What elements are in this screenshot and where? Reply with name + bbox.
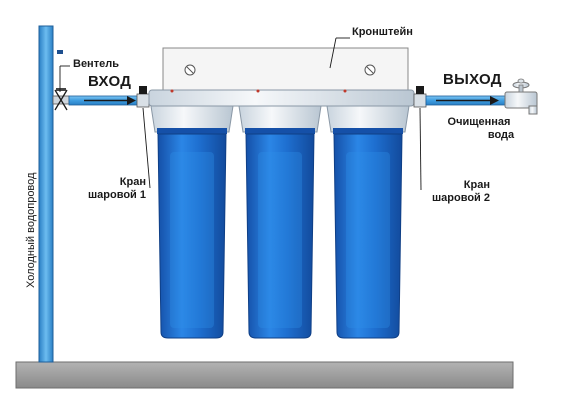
pipe-clamp <box>57 50 63 54</box>
floor <box>15 361 514 389</box>
outlet-label: ВЫХОД <box>443 71 502 88</box>
ball-valve-1-icon <box>136 86 150 108</box>
purified-water-line1: Очищенная <box>447 116 511 128</box>
valve-icon <box>52 88 70 111</box>
outlet-arrow <box>436 96 499 105</box>
leader-lines <box>59 37 422 191</box>
manifold-head <box>148 89 415 107</box>
ball-valve-1-line1: Кран <box>119 176 146 188</box>
purified-water-label: Очищенная вода <box>440 116 518 142</box>
inlet-arrow <box>84 96 136 105</box>
ball-valve-2-icon <box>413 86 427 108</box>
ball-valve-2-line2: шаровой 2 <box>432 192 490 204</box>
ball-valve-2-label: Кран шаровой 2 <box>418 179 490 205</box>
filter-housing-2 <box>238 105 322 339</box>
cold-water-pipe <box>38 25 54 363</box>
inlet-label: ВХОД <box>88 73 132 90</box>
cold-pipe-label: Холодный водопровод <box>25 172 37 288</box>
bracket-label: Кронштейн <box>352 26 413 38</box>
purified-water-line2: вода <box>487 129 515 141</box>
ball-valve-1-line2: шаровой 1 <box>88 189 146 201</box>
filter-housing-3 <box>326 105 410 339</box>
bracket <box>162 47 409 93</box>
ball-valve-2-line1: Кран <box>463 179 490 191</box>
faucet-icon <box>504 78 538 115</box>
filter-housing-1 <box>150 105 234 339</box>
valve-label: Вентель <box>73 58 119 70</box>
ball-valve-1-label: Кран шаровой 1 <box>64 176 146 202</box>
